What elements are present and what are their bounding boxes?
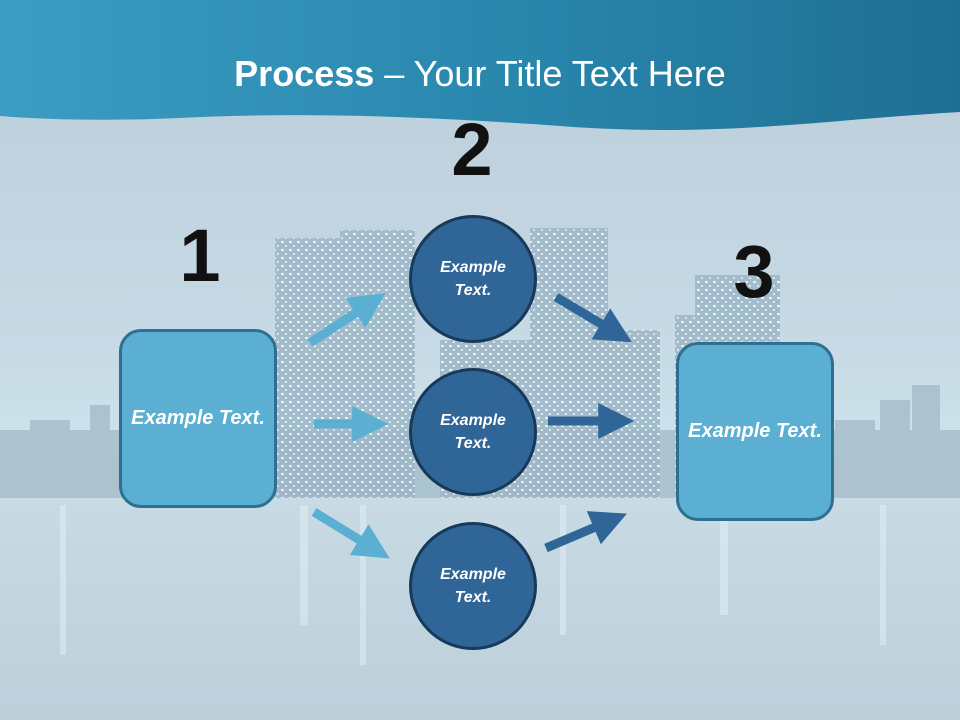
circle-middle-text: Example Text.	[440, 412, 506, 452]
arrow-circle-top-to-box3	[553, 293, 632, 343]
step-3-text: Example Text.	[688, 420, 822, 442]
arrow-box1-to-circle-top	[307, 293, 386, 347]
step-2-circle-top: Example Text.	[409, 215, 537, 343]
circle-bottom-text: Example Text.	[440, 566, 506, 606]
arrow-circle-bottom-to-box3	[544, 511, 627, 553]
step-2-circle-middle: Example Text.	[409, 368, 537, 496]
title-rest-part: – Your Title Text Here	[374, 53, 726, 94]
step-1-box: Example Text.	[119, 329, 277, 508]
slide-title: Process – Your Title Text Here	[0, 52, 960, 96]
step-1-text: Example Text.	[131, 407, 265, 429]
arrow-box1-to-circle-bottom	[311, 508, 390, 559]
title-bold-part: Process	[234, 53, 375, 94]
step-2-circle-bottom: Example Text.	[409, 522, 537, 650]
step-number-1: 1	[179, 214, 221, 297]
step-3-box: Example Text.	[676, 342, 834, 521]
step-number-2: 2	[451, 108, 493, 191]
circle-top-text: Example Text.	[440, 259, 506, 299]
step-number-3: 3	[733, 230, 775, 313]
